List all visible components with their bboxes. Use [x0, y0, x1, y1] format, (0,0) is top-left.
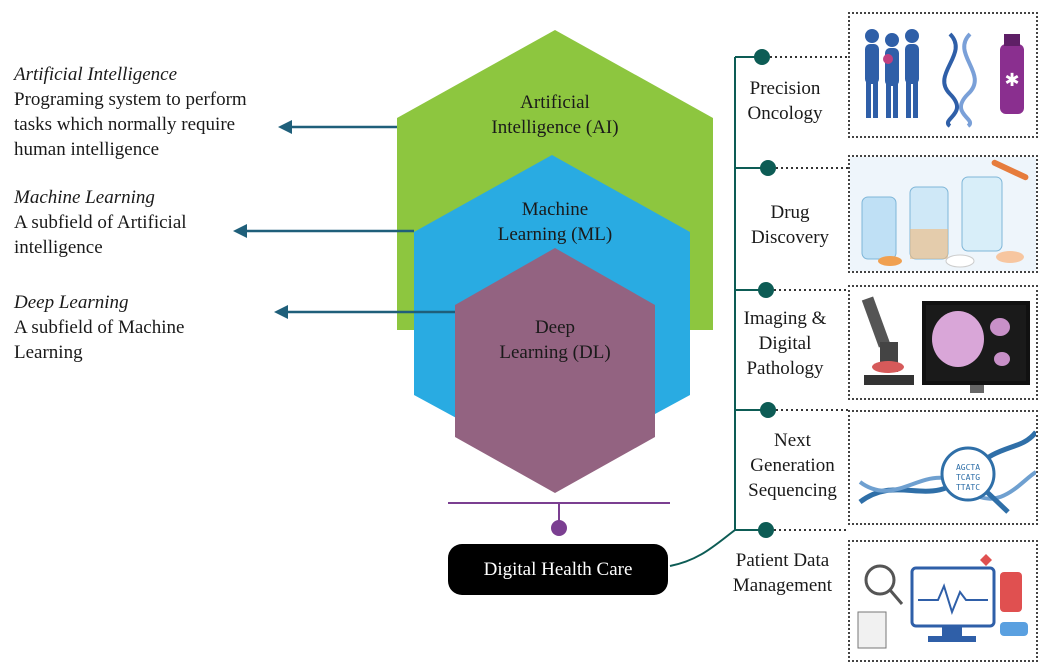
microscope-monitor-icon	[861, 296, 1030, 393]
ai-arrow	[278, 120, 397, 134]
dl-term: Deep Learning	[14, 292, 129, 313]
ml-def-line: intelligence	[14, 237, 103, 258]
dl-label-line: Deep	[534, 317, 576, 338]
app-label-line: Drug	[770, 202, 810, 223]
ai-def-line: Programing system to perform	[14, 89, 247, 110]
app-label-precision-oncology: Precision Oncology	[735, 76, 835, 126]
app-label-line: Next	[774, 430, 811, 451]
ml-def-line: A subfield of Artificial	[14, 212, 187, 233]
ml-term: Machine Learning	[14, 187, 155, 208]
app-label-line: Discovery	[750, 227, 830, 248]
hub-branch	[669, 529, 736, 567]
ml-hexagon-label: Machine Learning (ML)	[460, 197, 650, 247]
ai-def-line: tasks which normally require	[14, 114, 236, 135]
branch-drug-discovery	[735, 160, 848, 176]
dl-hexagon	[455, 248, 655, 493]
branch-patient-data	[735, 522, 848, 538]
ai-label-line: Intelligence (AI)	[491, 117, 619, 138]
app-label-line: Generation	[750, 455, 835, 476]
imaging-pathology-panel	[848, 285, 1038, 400]
svg-text:✱: ✱	[1004, 70, 1019, 91]
app-label-imaging: Imaging & Digital Pathology	[735, 306, 835, 381]
ai-hexagon-label: Artificial Intelligence (AI)	[460, 90, 650, 140]
dl-def-line: Learning	[14, 342, 83, 363]
test-tubes-pills-icon	[850, 157, 1036, 271]
app-label-line: Imaging &	[743, 308, 827, 329]
app-label-sequencing: Next Generation Sequencing	[735, 428, 850, 503]
ml-label-line: Learning (ML)	[497, 224, 613, 245]
people-dna-vial-icon: ✱	[865, 29, 1024, 128]
app-label-line: Oncology	[747, 103, 823, 124]
dl-hexagon-label: Deep Learning (DL)	[475, 315, 635, 365]
ai-label-line: Artificial	[520, 92, 590, 113]
app-label-line: Pathology	[746, 358, 824, 379]
drug-discovery-panel	[848, 155, 1038, 273]
ml-label-line: Machine	[521, 199, 589, 220]
dl-label-line: Learning (DL)	[499, 342, 611, 363]
branch-sequencing	[735, 402, 848, 418]
sequencing-panel: AGCTA TCATG TTATC	[848, 410, 1038, 525]
ai-term: Artificial Intelligence	[14, 64, 178, 85]
ai-definition: Artificial Intelligence Programing syste…	[14, 62, 247, 162]
app-label-line: Patient Data	[735, 550, 830, 571]
app-label-line: Digital	[758, 333, 812, 354]
patient-data-panel	[848, 540, 1038, 662]
app-label-line: Precision	[749, 78, 821, 99]
precision-oncology-panel: ✱	[848, 12, 1038, 138]
ml-arrow	[233, 224, 414, 238]
svg-text:TCATG: TCATG	[956, 473, 980, 482]
branch-precision-oncology	[735, 49, 848, 65]
svg-text:AGCTA: AGCTA	[956, 463, 980, 472]
app-label-drug-discovery: Drug Discovery	[740, 200, 840, 250]
svg-text:TTATC: TTATC	[956, 483, 980, 492]
app-label-patient-data: Patient Data Management	[720, 548, 845, 598]
medical-monitor-icon	[857, 554, 1028, 649]
hub-node	[551, 520, 567, 536]
dl-definition: Deep Learning A subfield of Machine Lear…	[14, 290, 184, 365]
app-label-line: Sequencing	[748, 480, 837, 501]
dna-magnifier-icon: AGCTA TCATG TTATC	[858, 430, 1038, 514]
dl-def-line: A subfield of Machine	[14, 317, 185, 338]
branch-imaging	[735, 282, 848, 298]
digital-health-care-box: Digital Health Care	[448, 544, 668, 595]
ai-def-line: human intelligence	[14, 139, 160, 160]
dl-arrow	[274, 305, 455, 319]
app-label-line: Management	[732, 575, 833, 596]
ml-definition: Machine Learning A subfield of Artificia…	[14, 185, 187, 260]
